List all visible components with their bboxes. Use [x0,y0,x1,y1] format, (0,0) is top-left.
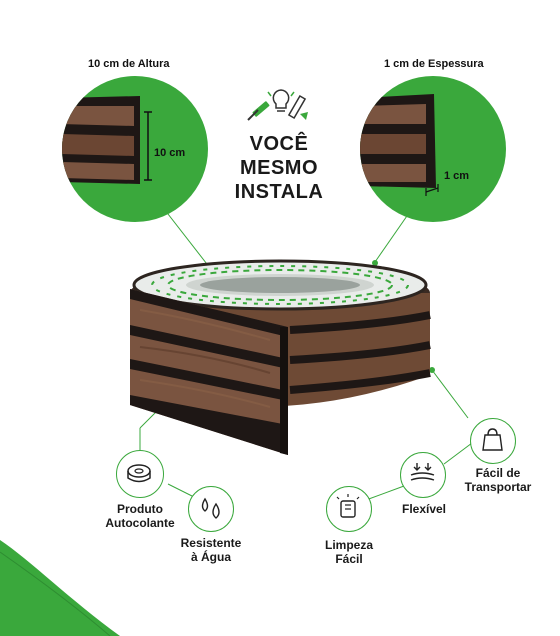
feature-water-line-1: Resistente [180,536,242,550]
feature-adhesive-line-1: Produto [117,502,163,516]
headline-line-1: VOCÊ [249,133,309,155]
cleaning-hand-icon [336,494,360,518]
thickness-zoom-circle [360,76,506,222]
water-drops-icon [201,497,220,519]
feature-transport-circle [470,418,516,464]
feature-cleaning-line-1: Limpeza [324,538,373,552]
feature-cleaning-label: Limpeza Fácil [318,538,380,566]
feature-adhesive-label: Produto Autocolante [98,502,182,530]
headline-line-2: MESMO [239,157,319,179]
tools-icon [247,89,308,121]
height-measure: 10 cm [154,147,186,159]
feature-water-circle [188,486,234,532]
thickness-caption: 1 cm de Espessura [384,58,484,70]
height-zoom-circle [62,76,208,222]
feature-transport-line-2: Transportar [464,480,532,494]
feature-transport-line-1: Fácil de [475,466,521,480]
feature-transport-label: Fácil de Transportar [458,466,538,494]
feature-cleaning-line-2: Fácil [335,552,363,566]
product-roll-image [130,259,431,455]
headline-line-3: INSTALA [234,181,324,203]
height-caption: 10 cm de Altura [88,58,170,70]
feature-adhesive-circle [116,450,164,498]
feature-flexible-circle [400,452,446,498]
headline: VOCÊ MESMO INSTALA [224,132,334,204]
flex-arrows-icon [410,463,435,481]
tape-roll-icon [127,464,151,483]
feature-water-line-2: à Água [190,550,231,564]
decorative-green-wave [0,540,120,636]
bag-icon [482,428,503,451]
feature-water-label: Resistente à Água [176,536,246,564]
feature-cleaning-circle [326,486,372,532]
feature-flexible-label: Flexível [401,502,447,516]
feature-adhesive-line-2: Autocolante [105,516,175,530]
thickness-measure: 1 cm [444,170,470,182]
